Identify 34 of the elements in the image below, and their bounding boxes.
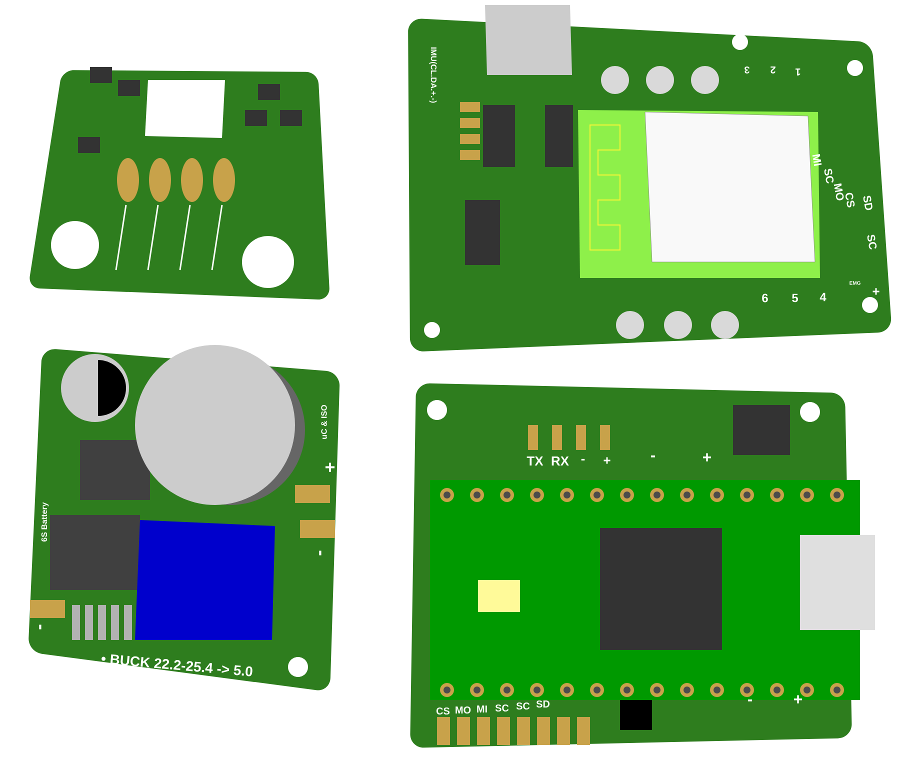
silkscreen-label: SC (867, 234, 877, 250)
silkscreen-label: SD (536, 700, 550, 708)
silkscreen-label: 1 (796, 68, 800, 76)
silkscreen-label: + (326, 462, 335, 472)
silkscreen-label: SC (495, 704, 509, 712)
silkscreen-label: MI (812, 154, 822, 166)
silkscreen-label: - (581, 458, 585, 460)
silkscreen-label: MI (477, 706, 487, 712)
silkscreen-label: 6S Battery (41, 502, 49, 542)
silkscreen-label: SC (824, 168, 834, 184)
silkscreen-label: + (703, 453, 712, 462)
silkscreen-label: + (604, 457, 610, 464)
silkscreen-label: RX (552, 456, 569, 466)
silkscreen-label: - (319, 550, 322, 556)
silkscreen-label: uC & ISO (321, 405, 327, 439)
silkscreen-label: + (872, 288, 880, 295)
silkscreen-label: 3 (744, 66, 750, 74)
silkscreen-label: CS (436, 707, 450, 715)
silkscreen-label: CS (846, 192, 855, 208)
silkscreen-label: MO (456, 706, 471, 714)
silkscreen-label: 2 (770, 66, 776, 74)
silkscreen-label: 4 (820, 292, 826, 302)
silkscreen-label: IMU(CL.DA.+.-) (429, 47, 437, 103)
silkscreen-label: • BUCK 22.2-25.4 -> 5.0 (102, 654, 252, 676)
silkscreen-label: + (794, 695, 802, 704)
silkscreen-label: 5 (792, 294, 798, 302)
silkscreen-label: MO (834, 183, 844, 200)
silkscreen-label: TX (526, 456, 544, 466)
silkscreen-label: 6 (762, 294, 768, 302)
silkscreen-label: - (39, 624, 42, 630)
silkscreen-label: - (748, 699, 752, 702)
silkscreen-label: SC (516, 702, 530, 710)
silkscreen-label: - (650, 455, 656, 458)
silkscreen-label: SD (863, 196, 872, 210)
